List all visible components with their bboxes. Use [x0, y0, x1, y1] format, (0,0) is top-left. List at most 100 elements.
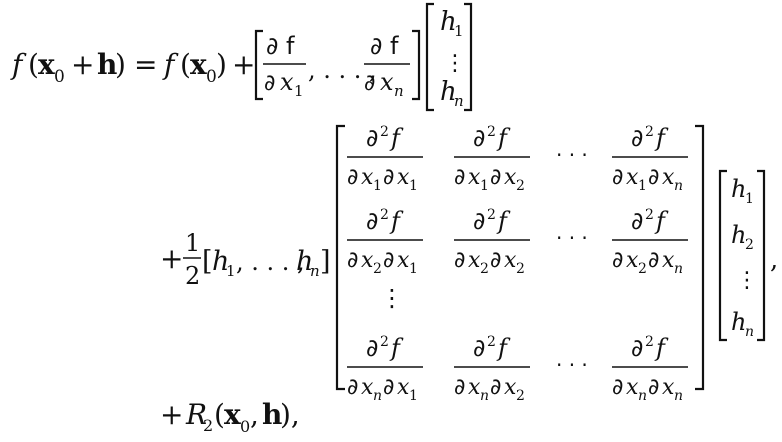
hessian-1-n-num-f: f — [654, 124, 669, 152]
lhs-f: f — [10, 48, 27, 81]
lhs-x-sub: 0 — [54, 67, 65, 87]
hcol2-sub-2: 2 — [745, 237, 754, 253]
hessian-2-1-num-partial: ∂ — [366, 207, 378, 235]
lhs-x-bold: x — [38, 48, 55, 81]
grad-right-bracket — [412, 29, 421, 101]
hessian-n-n-den-x-1: x — [626, 375, 639, 400]
line-1: f ( x 0 + h ) = f ( x 0 ) + ∂ f ∂ x 1 , … — [10, 2, 473, 112]
hrow-hn-sub: n — [310, 262, 320, 280]
grad-separator: , . . . , — [308, 56, 377, 84]
hessian-1-n-den-x-2: x — [662, 165, 675, 190]
hcol1-vdots: ⋮ — [444, 51, 466, 76]
hessian-n-2-num-f: f — [496, 334, 511, 362]
hcol2-vdots: ⋮ — [736, 268, 758, 293]
remainder-x-bold: x — [224, 398, 241, 431]
line-3: + R 2 ( x 0 , h ), — [160, 398, 300, 436]
hessian-left-bracket — [335, 124, 345, 391]
hcol1-h1: h — [440, 7, 457, 37]
hrow-close-bracket: ] — [320, 246, 331, 277]
hessian-1-1-den-sub-2: 1 — [409, 178, 418, 194]
rhs-x-bold: x — [190, 48, 207, 81]
hcol1-h1-sub: 1 — [454, 22, 464, 40]
hessian-n-n-den-sub-2: n — [674, 388, 683, 404]
remainder-close-paren: ), — [280, 398, 300, 431]
grad-1-den-x: x — [280, 68, 294, 96]
hessian-1-1-den-partial-1: ∂ — [347, 165, 358, 190]
hcol1-hn-sub: n — [454, 92, 464, 110]
hessian-n-1-num-exp: 2 — [380, 334, 389, 350]
hessian-n-n-num-partial: ∂ — [631, 334, 643, 362]
first-plus: + — [232, 48, 255, 81]
hcol2-h-1: h — [731, 175, 746, 203]
hessian-2-2-num-exp: 2 — [487, 207, 496, 223]
hessian-row-2-hdots: · · · — [556, 226, 588, 250]
hessian-1-n-den-sub-2: n — [674, 178, 683, 194]
hcol1-hn: h — [440, 77, 457, 107]
hessian-2-n-num-f: f — [654, 207, 669, 235]
hessian-right-bracket — [695, 124, 705, 391]
hrow-open-bracket: [ — [202, 246, 213, 277]
hrow-h1-sub: 1 — [226, 262, 236, 280]
hessian-2-2-den-sub-1: 2 — [480, 261, 489, 277]
grad-entry-1: ∂ f ∂ x 1 — [263, 32, 306, 100]
hessian-2-n-den-sub-2: n — [674, 261, 683, 277]
hcol2-left-bracket — [718, 169, 727, 342]
hessian-1-n-den-sub-1: 1 — [638, 178, 647, 194]
hessian-col-1-vdots: ⋮ — [380, 284, 404, 312]
hcol2-sub-n: n — [745, 324, 754, 340]
hcol2-right-bracket — [757, 169, 766, 342]
hessian-2-n-num-exp: 2 — [645, 207, 654, 223]
hessian-1-2-den-x-2: x — [504, 165, 517, 190]
hessian-n-1-den-partial-1: ∂ — [347, 375, 358, 400]
hessian-row-1-hdots: · · · — [556, 143, 588, 167]
hessian-2-n-den-sub-1: 2 — [638, 261, 647, 277]
grad-1-den-partial: ∂ — [264, 71, 275, 96]
hessian-n-n-num-exp: 2 — [645, 334, 654, 350]
grad-n-num: ∂ f — [370, 32, 399, 60]
hcol1-left-bracket — [425, 2, 434, 112]
hessian-2-2-den-partial-1: ∂ — [454, 248, 465, 273]
rhs-close-paren: ) — [216, 48, 227, 81]
hessian-1-n-den-x-1: x — [626, 165, 639, 190]
hessian-1-2-num-f: f — [496, 124, 511, 152]
half-denominator: 2 — [185, 262, 200, 290]
hessian-1-2-den-sub-1: 1 — [480, 178, 489, 194]
hessian-1-n-num-exp: 2 — [645, 124, 654, 140]
hessian-2-n-den-x-2: x — [662, 248, 675, 273]
hessian-n-2-den-sub-2: 2 — [516, 388, 525, 404]
half-numerator: 1 — [185, 229, 200, 257]
line2-trailing-comma: , — [770, 245, 778, 275]
hrow-separator: , . . . , — [236, 248, 305, 276]
rhs-open-paren: ( — [180, 48, 191, 81]
hessian-1-2-den-sub-2: 2 — [516, 178, 525, 194]
hessian-1-n-den-partial-2: ∂ — [648, 165, 659, 190]
hessian-2-2-den-partial-2: ∂ — [490, 248, 501, 273]
hessian-2-2-den-sub-2: 2 — [516, 261, 525, 277]
second-plus: + — [160, 242, 183, 275]
grad-1-num: ∂ f — [266, 32, 295, 60]
rhs-x-sub: 0 — [206, 67, 217, 87]
hessian-2-1-den-partial-2: ∂ — [383, 248, 394, 273]
rhs-f: f — [162, 48, 179, 81]
hessian-2-1-den-x-2: x — [397, 248, 410, 273]
grad-n-den-x: x — [380, 68, 394, 96]
hessian-1-1-num-exp: 2 — [380, 124, 389, 140]
hessian-n-n-den-partial-2: ∂ — [648, 375, 659, 400]
hessian-1-2-num-exp: 2 — [487, 124, 496, 140]
hessian-2-1-num-f: f — [389, 207, 404, 235]
hessian-2-1-den-partial-1: ∂ — [347, 248, 358, 273]
grad-left-bracket — [254, 29, 263, 101]
hessian-1-2-num-partial: ∂ — [473, 124, 485, 152]
lhs-h-bold: h — [97, 48, 117, 81]
hessian-2-1-den-x-1: x — [361, 248, 374, 273]
lhs-close-paren: ) — [115, 48, 126, 81]
hcol2-h-2: h — [731, 221, 746, 249]
hessian-n-1-num-f: f — [389, 334, 404, 362]
hrow-hn: h — [296, 246, 313, 277]
hessian-n-2-den-x-2: x — [504, 375, 517, 400]
hessian-2-1-num-exp: 2 — [380, 207, 389, 223]
